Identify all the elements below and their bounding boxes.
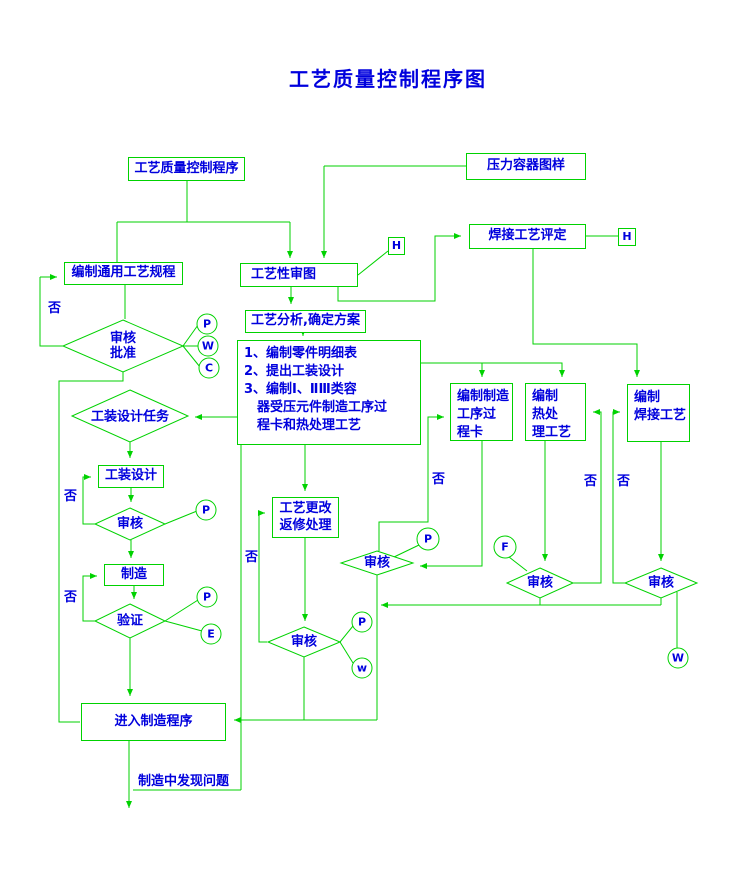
node-process-card: 编制制造 工序过 程卡 [450,383,513,441]
node-quality-control-program: 工艺质量控制程序 [128,157,245,181]
diamond-review-tooling [93,507,167,541]
diamond-label-verify: 验证 [116,613,144,629]
marker-letter-p: P [202,317,212,331]
diamond-label-review-change: 审核 [290,634,318,650]
diamond-review-card [339,550,415,576]
branch-label-no: 否 [245,550,259,565]
diamond-label-review-heat: 审核 [526,575,554,591]
marker-letter-p: P [202,590,212,604]
marker-circle-p [416,527,440,551]
diamond-label-review-card: 审核 [363,555,391,571]
node-change-repair: 工艺更改 返修处理 [272,497,339,538]
diamond-tooling-task [70,389,190,443]
marker-circle-w [351,657,373,679]
diamond-review-heat [505,567,575,599]
node-welding-process: 编制 焊接工艺 [627,384,690,442]
node-tooling-design: 工装设计 [98,465,164,488]
marker-circle-c [198,357,220,379]
diamond-verify [93,603,167,639]
branch-label-no: 否 [584,474,598,489]
branch-label-no: 否 [617,474,631,489]
marker-letter-p: P [357,615,367,629]
marker-circle-p [196,586,218,608]
marker-letter-e: E [207,627,215,641]
marker-circle-w [197,335,219,357]
marker-letter-c: C [204,361,214,375]
diamond-label-review-approve: 审核 批准 [109,331,137,361]
node-h-connector-right: H [618,228,636,246]
diamond-label-review-tooling: 审核 [116,516,144,532]
page-title: 工艺质量控制程序图 [289,67,487,91]
marker-letter-w: W [671,651,685,665]
marker-circle-w [667,647,689,669]
marker-circle-p [351,611,373,633]
node-h-connector-mid: H [388,237,405,255]
node-heat-treatment-process: 编制 热处 理工艺 [525,383,586,441]
node-weld-procedure-qualification: 焊接工艺评定 [469,224,586,249]
marker-circle-e [200,623,222,645]
node-general-process-rules: 编制通用工艺规程 [64,262,183,285]
node-process-analysis: 工艺分析,确定方案 [245,310,366,333]
marker-letter-w: W [201,339,215,353]
marker-circle-f [493,535,517,559]
label-manufacturing-problem: 制造中发现问题 [138,774,230,789]
node-task-list: 1、编制零件明细表 2、提出工装设计 3、编制Ⅰ、ⅡⅢ类容 器受压元件制造工序过… [237,340,421,445]
marker-circle-p [195,499,217,521]
marker-letter-w-small: w [356,661,368,675]
branch-label-no: 否 [64,590,78,605]
marker-letter-f: F [501,540,509,554]
marker-letter-p: P [423,532,433,546]
branch-label-no: 否 [432,472,446,487]
node-enter-manufacturing: 进入制造程序 [81,703,226,741]
diamond-review-weld [623,567,699,599]
node-drawing-review: 工艺性审图 [240,263,358,287]
diamond-review-approve [61,319,185,373]
marker-circle-p [196,313,218,335]
marker-letter-p: P [201,503,211,517]
node-pressure-vessel-drawing: 压力容器图样 [466,153,586,180]
node-manufacture: 制造 [104,564,164,586]
diamond-review-change [266,626,342,658]
branch-label-no: 否 [48,301,62,316]
diamond-label-tooling-task: 工装设计任务 [90,409,170,425]
branch-label-no: 否 [64,489,78,504]
diamond-label-review-weld: 审核 [647,575,675,591]
